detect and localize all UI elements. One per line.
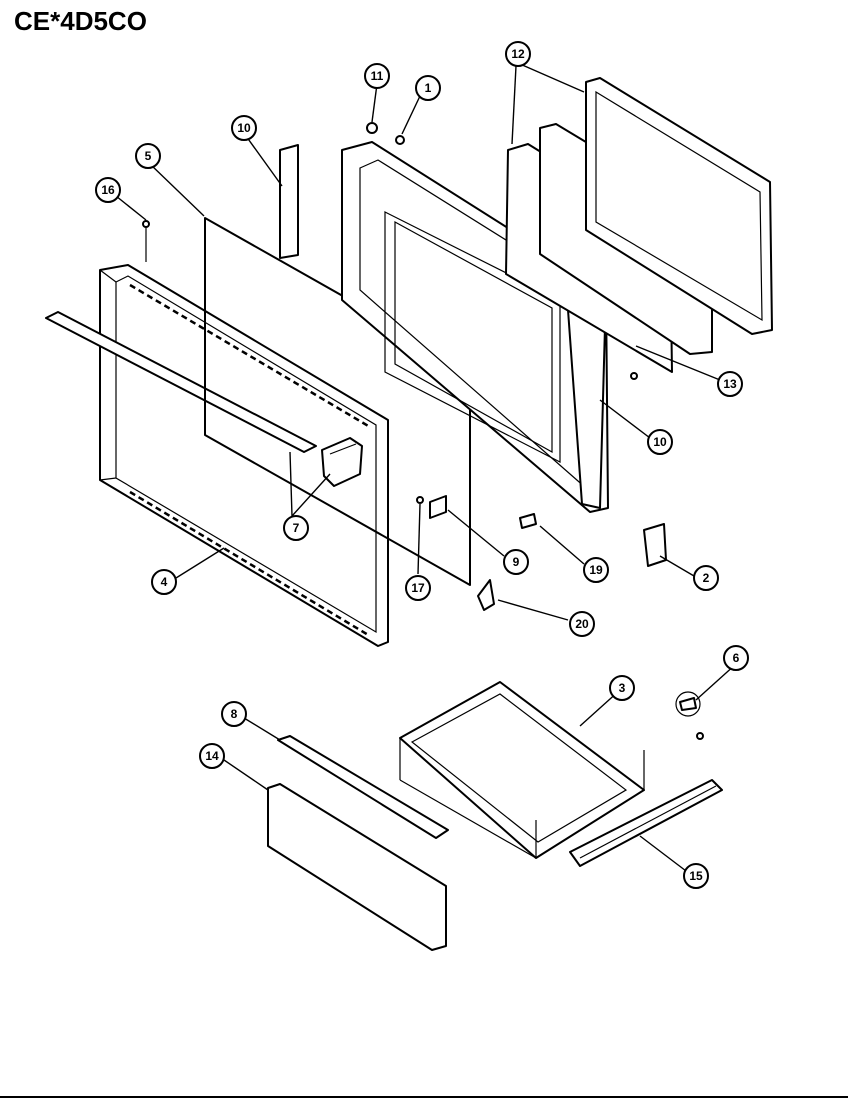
part-door-frame bbox=[99, 264, 389, 647]
callout-label: 15 bbox=[689, 869, 703, 883]
callout-15: 15 bbox=[683, 863, 709, 889]
callout-circle bbox=[95, 177, 121, 203]
callout-circle bbox=[717, 371, 743, 397]
callout-5: 5 bbox=[135, 143, 161, 169]
callout-label: 1 bbox=[425, 81, 432, 95]
callout-label: 9 bbox=[513, 555, 520, 569]
callout-label: 10 bbox=[653, 435, 667, 449]
callout-1: 1 bbox=[415, 75, 441, 101]
callout-4: 4 bbox=[151, 569, 177, 595]
callout-circle bbox=[405, 575, 431, 601]
callout-circle bbox=[199, 743, 225, 769]
callout-2: 2 bbox=[693, 565, 719, 591]
callout-11: 11 bbox=[364, 63, 390, 89]
callout-10: 10 bbox=[231, 115, 257, 141]
callout-label: 19 bbox=[589, 563, 603, 577]
part-drawer-body bbox=[399, 681, 645, 859]
callout-label: 14 bbox=[205, 749, 219, 763]
callout-9: 9 bbox=[503, 549, 529, 575]
callout-circle bbox=[415, 75, 441, 101]
callout-label: 16 bbox=[101, 183, 115, 197]
callout-circle bbox=[683, 863, 709, 889]
part-drawer-bracket bbox=[277, 735, 449, 839]
callout-label: 12 bbox=[511, 47, 525, 61]
callout-circle bbox=[503, 549, 529, 575]
part-door-strip bbox=[279, 144, 299, 259]
callout-label: 8 bbox=[231, 707, 238, 721]
callout-14: 14 bbox=[199, 743, 225, 769]
callout-label: 20 bbox=[575, 617, 589, 631]
model-title: CE*4D5CO bbox=[14, 6, 147, 36]
callout-circle bbox=[231, 115, 257, 141]
callout-label: 2 bbox=[703, 571, 710, 585]
callout-10: 10 bbox=[647, 429, 673, 455]
callout-circle bbox=[647, 429, 673, 455]
part-door-handle bbox=[45, 311, 363, 487]
callout-circle bbox=[693, 565, 719, 591]
callout-8: 8 bbox=[221, 701, 247, 727]
callout-label: 7 bbox=[293, 521, 300, 535]
callout-17: 17 bbox=[405, 575, 431, 601]
callout-circle bbox=[609, 675, 635, 701]
callout-20: 20 bbox=[569, 611, 595, 637]
part-drawer-rail bbox=[569, 779, 723, 867]
callout-label: 4 bbox=[161, 575, 168, 589]
callout-3: 3 bbox=[609, 675, 635, 701]
callout-circle bbox=[569, 611, 595, 637]
part-drawer-front-panel bbox=[267, 783, 447, 951]
callout-circle bbox=[583, 557, 609, 583]
callout-circle bbox=[364, 63, 390, 89]
part-clip bbox=[675, 691, 704, 740]
callout-circle bbox=[221, 701, 247, 727]
footer-rule bbox=[0, 1096, 848, 1098]
callout-label: 6 bbox=[733, 651, 740, 665]
callout-circle bbox=[135, 143, 161, 169]
callout-circle bbox=[505, 41, 531, 67]
callout-7: 7 bbox=[283, 515, 309, 541]
callout-label: 10 bbox=[237, 121, 251, 135]
callout-label: 3 bbox=[619, 681, 626, 695]
callout-circle bbox=[723, 645, 749, 671]
callout-label: 17 bbox=[411, 581, 425, 595]
callout-circle bbox=[283, 515, 309, 541]
callout-16: 16 bbox=[95, 177, 121, 203]
callout-label: 11 bbox=[371, 69, 384, 83]
callout-12: 12 bbox=[505, 41, 531, 67]
callout-label: 13 bbox=[723, 377, 737, 391]
callout-circle bbox=[151, 569, 177, 595]
callout-19: 19 bbox=[583, 557, 609, 583]
callout-6: 6 bbox=[723, 645, 749, 671]
part-rear-panels bbox=[505, 77, 773, 373]
callout-label: 5 bbox=[145, 149, 152, 163]
callout-13: 13 bbox=[717, 371, 743, 397]
